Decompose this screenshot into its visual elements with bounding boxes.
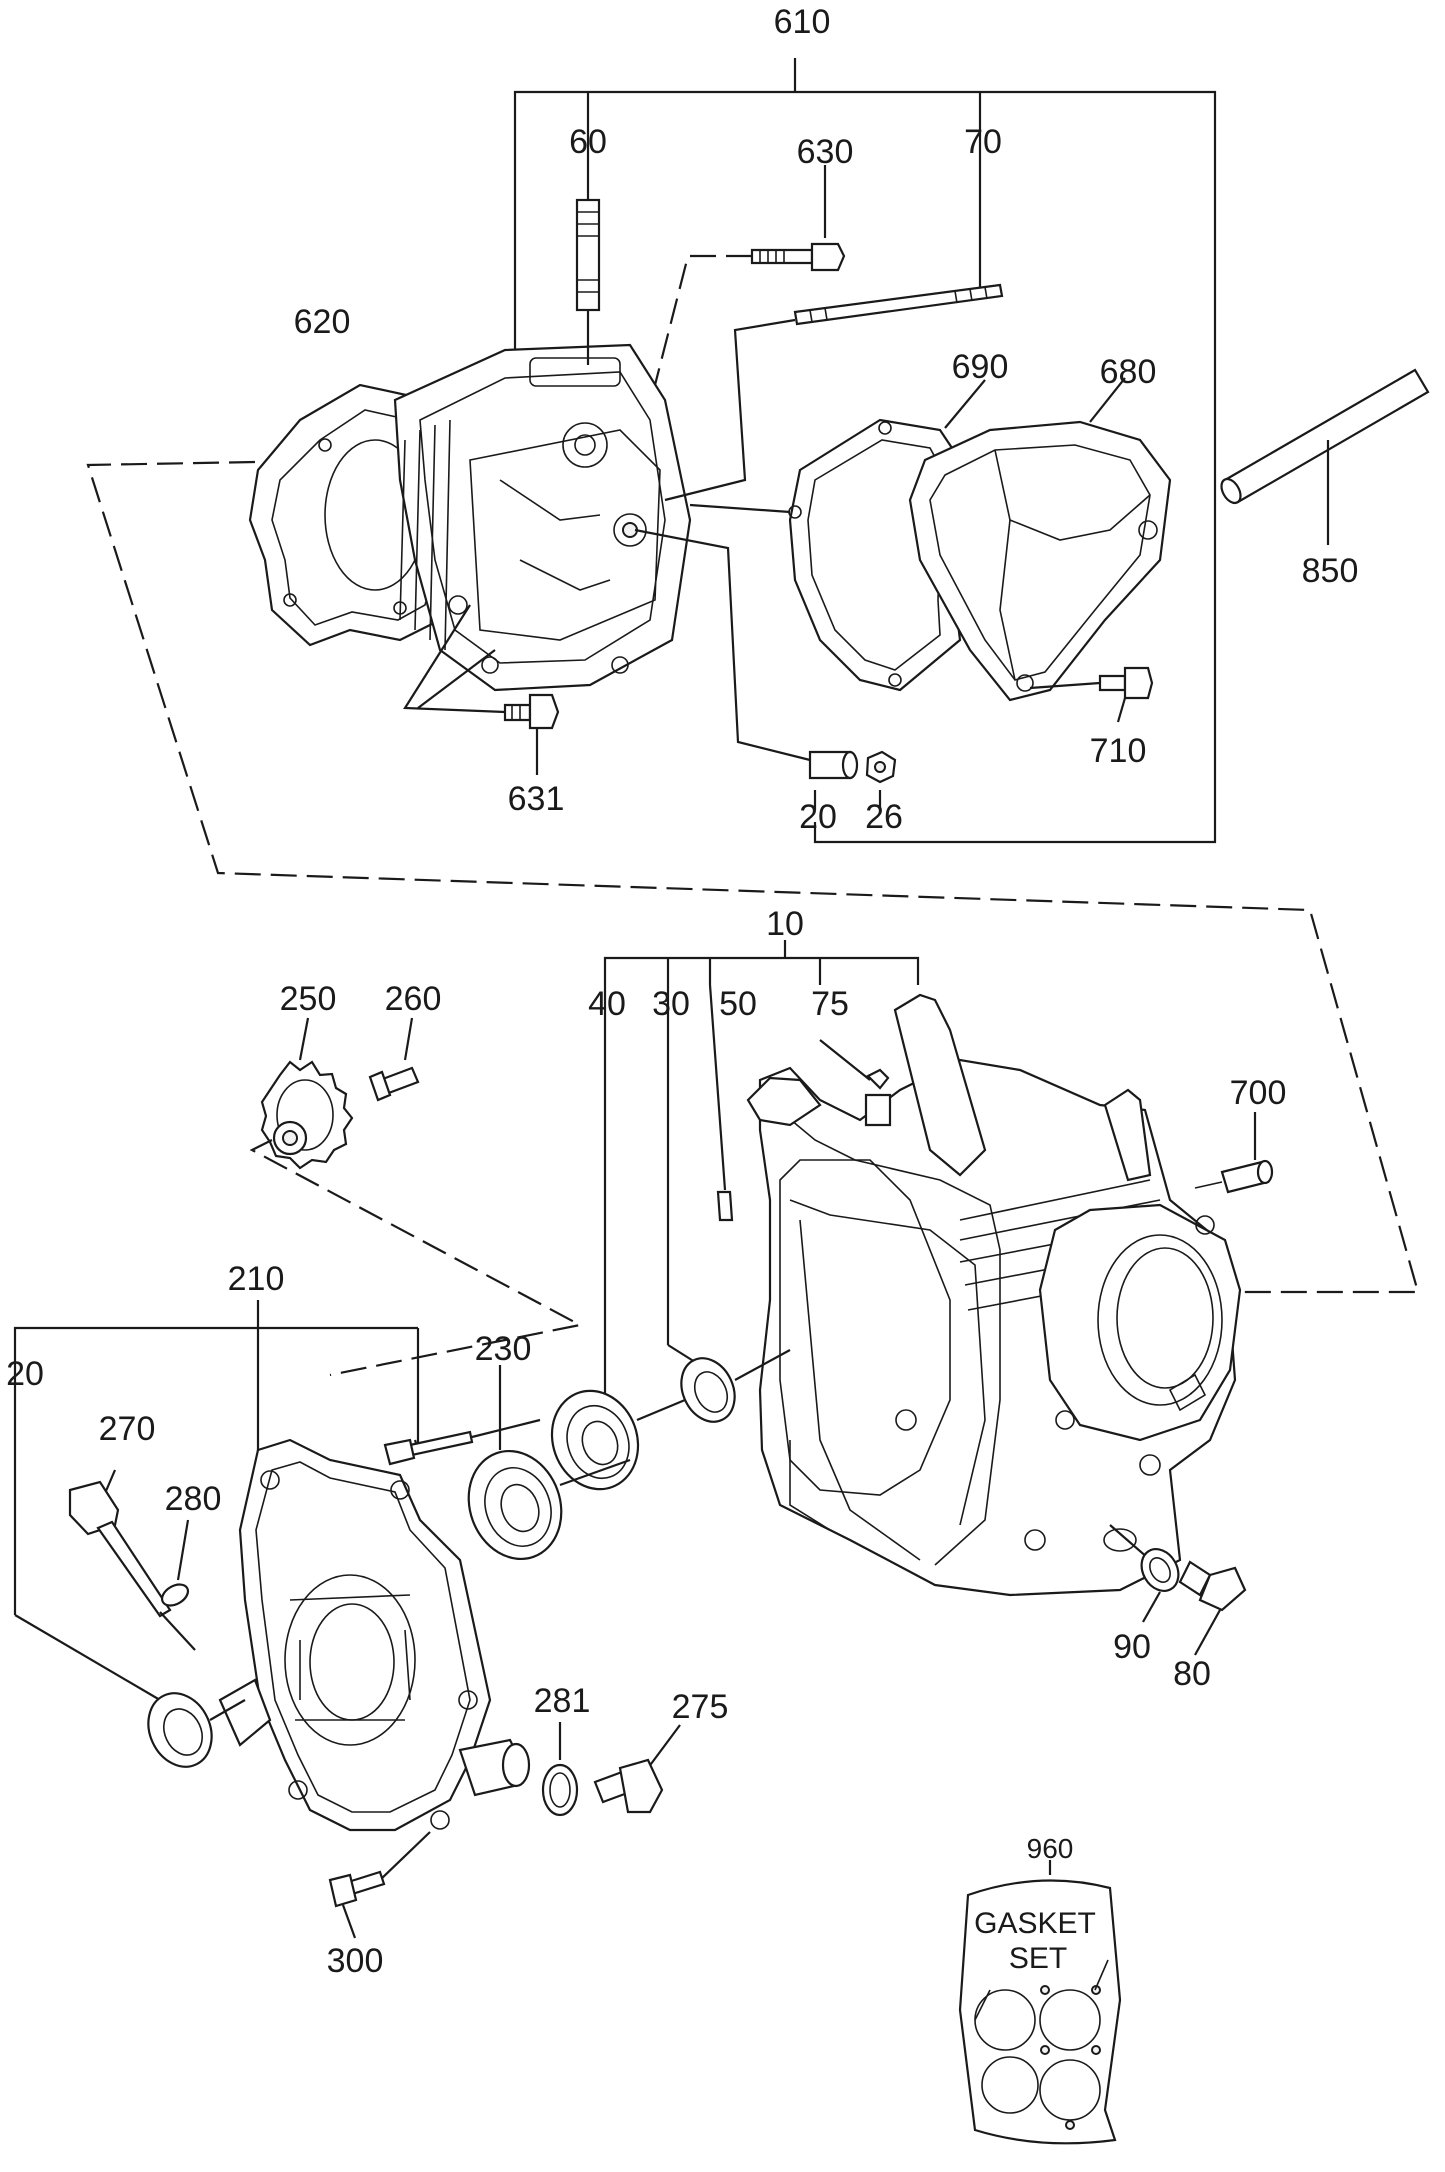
callout-230: 230 <box>475 1330 532 1368</box>
callout-20-seal: 20 <box>6 1355 44 1393</box>
callout-270: 270 <box>99 1410 156 1448</box>
dowel-700 <box>1194 1112 1274 1194</box>
pin-260 <box>368 1017 420 1102</box>
gasket-set-label-line1: GASKET <box>974 1907 1096 1940</box>
bolt-300 <box>328 1831 431 1939</box>
long-stud-70 <box>664 122 1004 502</box>
callout-960: 960 <box>1027 1833 1074 1864</box>
callout-700: 700 <box>1230 1074 1287 1112</box>
bolt-630 <box>653 165 846 386</box>
callout-20-dowel: 20 <box>799 798 837 836</box>
drain-plug-80 <box>1178 1560 1247 1656</box>
callout-30: 30 <box>652 985 690 1023</box>
callout-60: 60 <box>569 123 607 161</box>
bearing-cover <box>467 1449 631 1561</box>
bolt-631 <box>403 604 560 775</box>
parts-50-75 <box>708 984 892 1222</box>
callout-90: 90 <box>1113 1628 1151 1666</box>
callout-275: 275 <box>672 1688 729 1726</box>
crankcase-10 <box>746 993 1242 1597</box>
gasket-set-label-line2: SET <box>1009 1942 1067 1975</box>
callout-10: 10 <box>766 905 804 943</box>
callout-70: 70 <box>964 123 1002 161</box>
callout-630: 630 <box>797 133 854 171</box>
rocker-cover-680 <box>908 377 1172 702</box>
breather-pipe-850 <box>1220 368 1430 545</box>
drain-plug-275 <box>593 1724 681 1814</box>
group-10-bracket <box>603 940 920 985</box>
callout-40: 40 <box>588 985 626 1023</box>
o-ring-280 <box>160 1519 190 1607</box>
callout-281: 281 <box>534 1682 591 1720</box>
callout-210: 210 <box>228 1260 285 1298</box>
callout-631: 631 <box>508 780 565 818</box>
dowel-20-and-nut-26 <box>634 528 897 810</box>
gasket-set-960: GASKET SET <box>958 1860 1122 2145</box>
callout-680: 680 <box>1100 353 1157 391</box>
callout-620: 620 <box>294 303 351 341</box>
washer-90 <box>1109 1524 1180 1623</box>
o-ring-281 <box>541 1722 579 1817</box>
bearing-40 <box>550 985 686 1491</box>
callout-280: 280 <box>165 1480 222 1518</box>
callout-690: 690 <box>952 348 1009 386</box>
oil-seal-20 <box>147 1692 246 1768</box>
callout-50: 50 <box>719 985 757 1023</box>
group-610-frame <box>513 58 1217 844</box>
callout-80: 80 <box>1173 1655 1211 1693</box>
callout-26: 26 <box>865 798 903 836</box>
head-to-cylinder-dashed-link <box>86 460 1420 1294</box>
callout-610: 610 <box>774 3 831 41</box>
stud-60 <box>575 122 601 365</box>
callout-260: 260 <box>385 980 442 1018</box>
oil-seal-30 <box>666 985 791 1423</box>
cylinder-head-assembly <box>248 343 692 692</box>
callout-850: 850 <box>1302 552 1359 590</box>
bolt-230 <box>383 1365 541 1466</box>
callout-300: 300 <box>327 1942 384 1980</box>
bolt-710 <box>1029 666 1154 723</box>
dipstick-270 <box>68 1469 196 1651</box>
crankcase-cover-210 <box>218 1438 531 1832</box>
callout-labels: 610 60 630 70 620 690 680 850 710 631 20… <box>6 3 1358 1980</box>
callout-75: 75 <box>811 985 849 1023</box>
governor-gear-250 <box>249 1017 584 1377</box>
callout-250: 250 <box>280 980 337 1018</box>
callout-710: 710 <box>1090 732 1147 770</box>
